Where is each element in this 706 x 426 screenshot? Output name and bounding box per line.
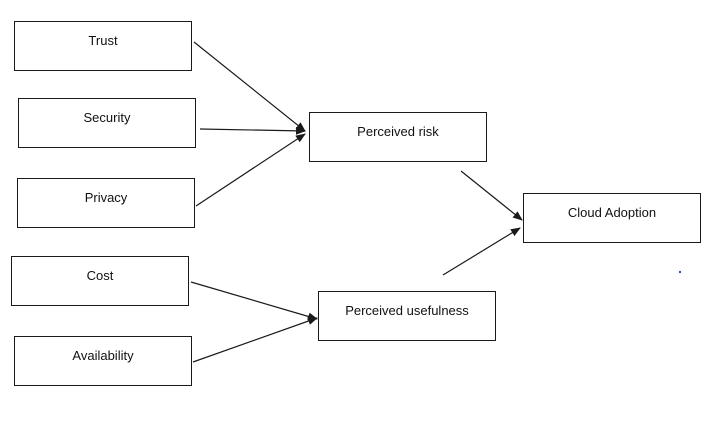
node-availability-label: Availability [72,348,134,363]
stray-dot [679,271,681,273]
node-cost-label: Cost [86,268,114,283]
node-cloud-adoption-label: Cloud Adoption [567,205,657,220]
node-security: Security [18,98,196,148]
node-privacy: Privacy [17,178,195,228]
arrow-trust-to-perceived-risk [193,41,306,132]
node-trust-label: Trust [88,33,118,48]
node-perceived-usefulness-label: Perceived usefulness [345,303,469,318]
node-perceived-risk-label: Perceived risk [357,124,439,139]
node-cloud-adoption: Cloud Adoption [523,193,701,243]
node-trust: Trust [14,21,192,71]
node-availability: Availability [14,336,192,386]
node-perceived-usefulness: Perceived usefulness [318,291,496,341]
arrow-privacy-to-perceived-risk [195,133,306,207]
arrow-availability-to-perceived-usefulness [192,317,318,363]
arrow-perceived-usefulness-to-cloud-adoption [442,227,521,276]
arrow-perceived-risk-to-cloud-adoption [460,170,523,221]
node-cost: Cost [11,256,189,306]
arrow-security-to-perceived-risk [199,126,306,135]
node-security-label: Security [83,110,131,125]
node-perceived-risk: Perceived risk [309,112,487,162]
arrow-cost-to-perceived-usefulness [190,281,318,321]
node-privacy-label: Privacy [84,190,128,205]
